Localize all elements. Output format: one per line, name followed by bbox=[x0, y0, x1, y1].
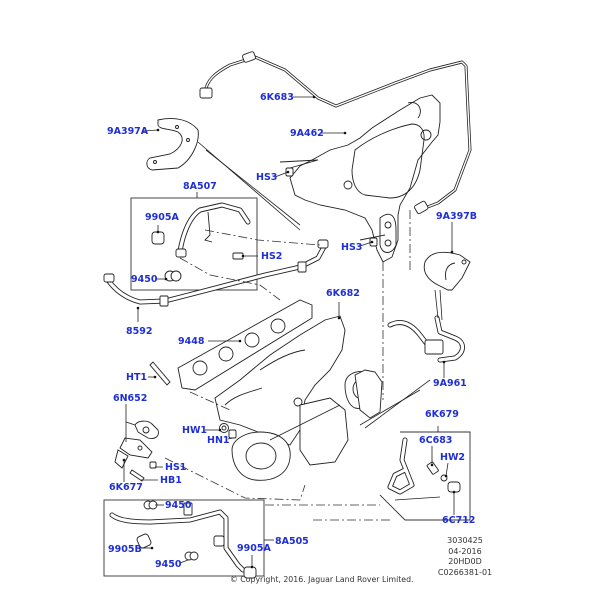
callout-9A397A[interactable]: 9A397A bbox=[107, 126, 149, 137]
callout-HW1[interactable]: HW1 bbox=[182, 425, 208, 436]
pipe-6K677[interactable] bbox=[114, 437, 153, 469]
heat-shield-9A397B[interactable] bbox=[423, 251, 471, 291]
callout-HS3-lower[interactable]: HS3 bbox=[341, 242, 363, 253]
date: 04-2016 bbox=[448, 546, 482, 556]
pipe-6K679[interactable] bbox=[387, 437, 441, 501]
bolt-HS1[interactable] bbox=[149, 461, 157, 469]
callout-HT1[interactable]: HT1 bbox=[126, 372, 148, 383]
callout-9A462[interactable]: 9A462 bbox=[290, 128, 324, 139]
connector-9905A-lower[interactable] bbox=[243, 566, 257, 579]
assembly-lines bbox=[164, 141, 443, 521]
nut-HN1[interactable] bbox=[228, 429, 237, 439]
callout-8A507[interactable]: 8A507 bbox=[183, 181, 217, 192]
callout-9905A-lower[interactable]: 9905A bbox=[237, 543, 271, 554]
callout-6C683[interactable]: 6C683 bbox=[419, 435, 453, 446]
callout-9A397B[interactable]: 9A397B bbox=[436, 211, 478, 222]
bolt-HS3-lower[interactable] bbox=[359, 234, 386, 247]
clip-9450-lower-b[interactable] bbox=[184, 551, 199, 561]
callout-9450-lower-b[interactable]: 9450 bbox=[155, 559, 182, 570]
pipe-8592[interactable] bbox=[103, 239, 329, 307]
callout-9448[interactable]: 9448 bbox=[178, 336, 205, 347]
callout-9905B[interactable]: 9905B bbox=[108, 544, 142, 555]
pipe-6K683[interactable] bbox=[199, 51, 472, 215]
callout-9905A-upper[interactable]: 9905A bbox=[145, 212, 179, 223]
filter-6C683[interactable] bbox=[426, 461, 439, 475]
valve-9A961[interactable] bbox=[387, 315, 465, 363]
callout-9A961[interactable]: 9A961 bbox=[433, 378, 467, 389]
callout-6N652[interactable]: 6N652 bbox=[113, 393, 148, 404]
callout-HN1[interactable]: HN1 bbox=[207, 435, 230, 446]
bolt-HB1[interactable] bbox=[129, 469, 145, 482]
callout-6K683[interactable]: 6K683 bbox=[260, 92, 294, 103]
connector-9905A-upper[interactable] bbox=[151, 231, 165, 245]
turbocharger-6K682[interactable] bbox=[214, 315, 383, 481]
callout-6K677[interactable]: 6K677 bbox=[109, 482, 143, 493]
callout-6K682[interactable]: 6K682 bbox=[326, 288, 360, 299]
callout-HS3-upper[interactable]: HS3 bbox=[256, 172, 278, 183]
gasket-9448[interactable] bbox=[177, 299, 313, 391]
kit-box-6K679 bbox=[379, 431, 471, 521]
kit-box-8A507 bbox=[130, 197, 258, 291]
heat-shield-9A462[interactable] bbox=[289, 94, 441, 263]
callout-6C712[interactable]: 6C712 bbox=[442, 515, 476, 526]
bolt-HS3-upper[interactable] bbox=[279, 159, 319, 177]
washer-HW1[interactable] bbox=[219, 423, 229, 433]
callout-leaders bbox=[122, 95, 456, 569]
heat-shield-9A397A[interactable] bbox=[146, 118, 199, 171]
code: 20HD0D bbox=[448, 557, 482, 566]
callout-HB1[interactable]: HB1 bbox=[160, 475, 182, 486]
callout-HW2[interactable]: HW2 bbox=[440, 452, 466, 463]
callout-6K679[interactable]: 6K679 bbox=[425, 409, 459, 420]
stud-HT1[interactable] bbox=[149, 361, 171, 386]
callout-HS2[interactable]: HS2 bbox=[261, 251, 283, 262]
copyright-text: © Copyright, 2016. Jaguar Land Rover Lim… bbox=[230, 575, 414, 584]
callout-9450-lower-a[interactable]: 9450 bbox=[165, 500, 192, 511]
illustration-meta: 3030425 04-2016 20HD0D C0266381-01 bbox=[420, 536, 510, 578]
bolt-6C712[interactable] bbox=[447, 481, 461, 493]
connector-9905B[interactable] bbox=[136, 533, 152, 549]
clip-9450-upper[interactable] bbox=[164, 270, 182, 282]
clip-9450-lower-a[interactable] bbox=[143, 500, 158, 510]
callout-HS1[interactable]: HS1 bbox=[165, 462, 187, 473]
kit-box-8A505 bbox=[103, 499, 265, 577]
gasket-6N652[interactable] bbox=[134, 420, 159, 439]
hose-8A507[interactable] bbox=[175, 202, 251, 258]
illustration-id: C0266381-01 bbox=[437, 567, 493, 577]
callout-8A505[interactable]: 8A505 bbox=[275, 536, 309, 547]
ref-number: 3030425 bbox=[447, 536, 483, 545]
hose-8A505[interactable] bbox=[109, 502, 246, 573]
callout-8592[interactable]: 8592 bbox=[126, 326, 153, 337]
bolt-HS2[interactable] bbox=[232, 252, 244, 260]
callout-9450-upper[interactable]: 9450 bbox=[131, 274, 158, 285]
